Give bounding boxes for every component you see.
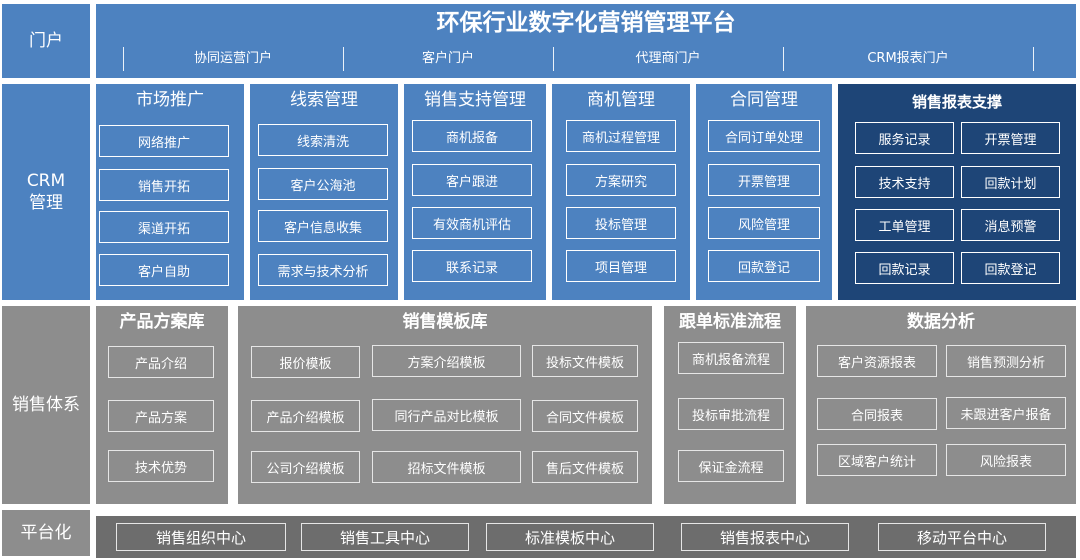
crm-col-title: 销售报表支撑 [911, 93, 1002, 111]
product-lib-item[interactable]: 产品介绍 [108, 346, 214, 378]
portal-tab-collab[interactable]: 协同运营门户 [193, 51, 272, 66]
analysis-item[interactable]: 销售预测分析 [946, 345, 1066, 377]
template-item[interactable]: 投标文件模板 [532, 345, 638, 377]
tab-divider [123, 47, 124, 71]
template-item[interactable]: 同行产品对比模板 [372, 399, 521, 431]
row-label-crm: CRM 管理 [2, 84, 90, 300]
platform-item[interactable]: 销售组织中心 [116, 523, 286, 551]
crm-col-title: 商机管理 [587, 90, 655, 110]
crm-item[interactable]: 方案研究 [566, 164, 676, 196]
crm-col-report-support [838, 84, 1076, 300]
report-item[interactable]: 技术支持 [855, 166, 954, 198]
template-item[interactable]: 报价模板 [251, 346, 360, 378]
analysis-item[interactable]: 合同报表 [817, 398, 937, 430]
flow-item[interactable]: 商机报备流程 [678, 342, 784, 374]
template-item[interactable]: 公司介绍模板 [251, 451, 360, 483]
analysis-item[interactable]: 区域客户统计 [817, 444, 937, 476]
crm-item[interactable]: 客户公海池 [258, 168, 388, 200]
product-lib-item[interactable]: 产品方案 [108, 400, 214, 432]
row-label-portal: 门户 [2, 4, 90, 78]
row-label-platform: 平台化 [2, 510, 90, 556]
template-item[interactable]: 售后文件模板 [532, 451, 638, 483]
analysis-item[interactable]: 风险报表 [946, 444, 1066, 476]
crm-item[interactable]: 商机报备 [412, 120, 532, 152]
crm-col-title: 市场推广 [136, 90, 204, 110]
flow-item[interactable]: 保证金流程 [678, 450, 784, 482]
crm-col-title: 线索管理 [290, 90, 358, 110]
crm-item[interactable]: 网络推广 [99, 125, 229, 157]
portal-panel [96, 4, 1076, 78]
crm-item[interactable]: 销售开拓 [99, 169, 229, 201]
product-lib-item[interactable]: 技术优势 [108, 450, 214, 482]
portal-tab-customer[interactable]: 客户门户 [421, 51, 474, 66]
template-item[interactable]: 产品介绍模板 [251, 400, 360, 432]
portal-tab-agent[interactable]: 代理商门户 [635, 51, 701, 66]
row-label-sales-system: 销售体系 [2, 306, 90, 504]
tab-divider [343, 47, 344, 71]
crm-item[interactable]: 联系记录 [412, 250, 532, 282]
tab-divider [553, 47, 554, 71]
report-item[interactable]: 回款登记 [961, 252, 1060, 284]
template-lib-panel [238, 306, 652, 504]
crm-item[interactable]: 有效商机评估 [412, 207, 532, 239]
crm-item[interactable]: 客户跟进 [412, 164, 532, 196]
flow-item[interactable]: 投标审批流程 [678, 398, 784, 430]
crm-item[interactable]: 风险管理 [708, 207, 820, 239]
crm-item[interactable]: 客户信息收集 [258, 210, 388, 242]
report-item[interactable]: 回款计划 [961, 166, 1060, 198]
analysis-panel [806, 306, 1076, 504]
product-lib-title: 产品方案库 [119, 312, 205, 332]
crm-item[interactable]: 渠道开拓 [99, 211, 229, 243]
crm-item[interactable]: 合同订单处理 [708, 120, 820, 152]
crm-col-title: 销售支持管理 [424, 90, 526, 110]
template-lib-title: 销售模板库 [402, 312, 488, 332]
platform-item[interactable]: 标准模板中心 [486, 523, 654, 551]
crm-item[interactable]: 客户自助 [99, 254, 229, 286]
crm-col-market [96, 84, 244, 300]
platform-item[interactable]: 销售报表中心 [681, 523, 849, 551]
report-item[interactable]: 回款记录 [855, 252, 954, 284]
platform-title: 环保行业数字化营销管理平台 [436, 10, 736, 36]
platform-item[interactable]: 销售工具中心 [301, 523, 469, 551]
analysis-item[interactable]: 未跟进客户报备 [946, 397, 1066, 429]
report-item[interactable]: 工单管理 [855, 209, 954, 241]
tab-divider [783, 47, 784, 71]
template-item[interactable]: 合同文件模板 [532, 400, 638, 432]
tab-divider [1033, 47, 1034, 71]
portal-tab-crm-report[interactable]: CRM报表门户 [867, 51, 949, 66]
flow-panel [664, 306, 796, 504]
crm-item[interactable]: 投标管理 [566, 207, 676, 239]
analysis-title: 数据分析 [907, 312, 975, 332]
platform-item[interactable]: 移动平台中心 [878, 523, 1046, 551]
crm-item[interactable]: 线索清洗 [258, 124, 388, 156]
template-item[interactable]: 方案介绍模板 [372, 345, 521, 377]
crm-item[interactable]: 回款登记 [708, 250, 820, 282]
report-item[interactable]: 服务记录 [855, 122, 954, 154]
report-item[interactable]: 开票管理 [961, 122, 1060, 154]
crm-item[interactable]: 商机过程管理 [566, 120, 676, 152]
crm-col-leads [250, 84, 398, 300]
flow-title: 跟单标准流程 [679, 312, 781, 332]
crm-item[interactable]: 开票管理 [708, 164, 820, 196]
template-item[interactable]: 招标文件模板 [372, 451, 521, 483]
crm-item[interactable]: 需求与技术分析 [258, 254, 388, 286]
crm-item[interactable]: 项目管理 [566, 250, 676, 282]
crm-col-title: 合同管理 [730, 90, 798, 110]
analysis-item[interactable]: 客户资源报表 [817, 345, 937, 377]
product-lib-panel [96, 306, 228, 504]
report-item[interactable]: 消息预警 [961, 209, 1060, 241]
